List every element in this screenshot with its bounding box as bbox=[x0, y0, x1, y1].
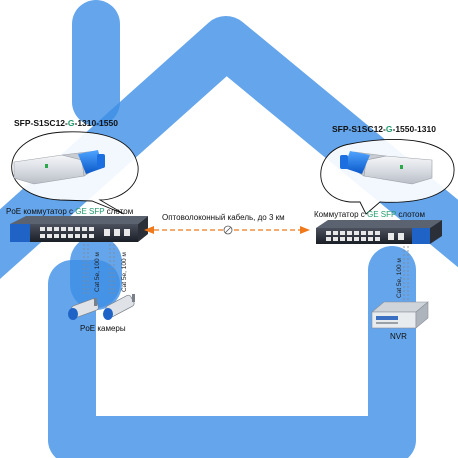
cable-label-1: Cat 5e, 100 м bbox=[94, 252, 101, 292]
fiber-link-arrow bbox=[144, 225, 310, 235]
cameras-label: PoE камеры bbox=[80, 324, 126, 333]
left-module-label: SFP-S1SC12-G-1310-1550 bbox=[14, 118, 118, 128]
left-poe-switch bbox=[10, 216, 148, 242]
right-module-highlight: G bbox=[385, 124, 393, 134]
right-switch-label-hl: GE SFP bbox=[366, 210, 397, 219]
poe-camera-icon bbox=[68, 298, 99, 320]
left-switch-label: PoE коммутатор с GE SFP слотом bbox=[6, 207, 133, 216]
left-switch-label-post: слотом bbox=[104, 207, 134, 216]
right-switch-label: Коммутатор с GE SFP слотом bbox=[314, 210, 425, 219]
right-module-suffix: -1550-1310 bbox=[392, 124, 436, 134]
right-switch-label-post: слотом bbox=[396, 210, 425, 219]
right-module-prefix: SFP-S1SC12- bbox=[332, 124, 386, 134]
fiber-label: Оптоволоконный кабель, до 3 км bbox=[162, 213, 285, 222]
poe-camera-icon bbox=[103, 294, 135, 320]
left-switch-label-hl: GE SFP bbox=[75, 207, 105, 216]
right-switch bbox=[316, 220, 442, 244]
nvr-label: NVR bbox=[390, 332, 407, 341]
nvr-icon bbox=[371, 301, 429, 329]
left-module-prefix: SFP-S1SC12- bbox=[14, 118, 68, 128]
right-sfp-bubble bbox=[320, 139, 455, 215]
left-switch-label-pre: PoE коммутатор с bbox=[6, 207, 76, 216]
sfp-module-icon bbox=[13, 150, 105, 185]
cat5e-cables bbox=[83, 244, 409, 300]
right-module-label: SFP-S1SC12-G-1550-1310 bbox=[332, 124, 436, 134]
left-module-suffix: -1310-1550 bbox=[74, 118, 118, 128]
left-sfp-bubble bbox=[11, 131, 139, 215]
left-module-highlight: G bbox=[67, 118, 75, 128]
cable-label-3: Cat 5e, 100 м bbox=[396, 258, 403, 298]
cable-label-2: Cat 5e, 100 м bbox=[121, 252, 128, 292]
right-switch-label-pre: Коммутатор с bbox=[314, 210, 367, 219]
sfp-module-icon bbox=[340, 151, 433, 185]
